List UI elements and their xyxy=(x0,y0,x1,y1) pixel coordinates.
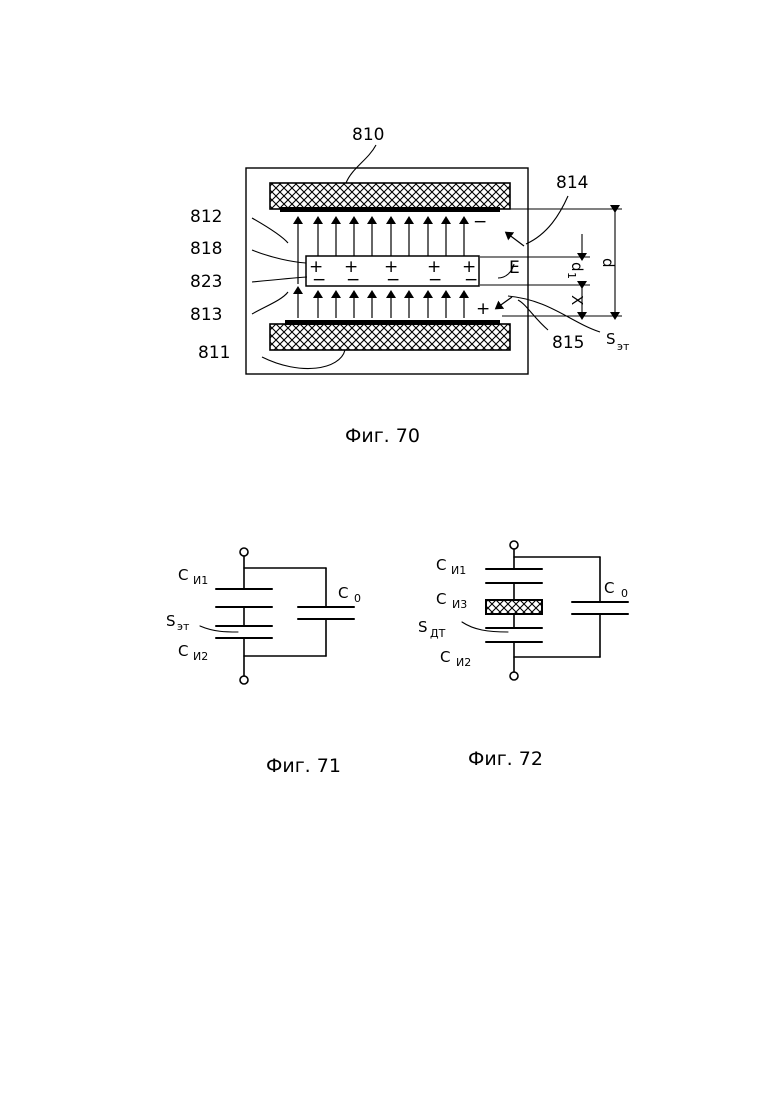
fig71-s-main: S xyxy=(166,612,176,630)
top-electrode-block xyxy=(270,183,510,209)
ref-812: 812 xyxy=(190,207,222,227)
fig72-c0-main: C xyxy=(604,579,614,597)
fig71-ci2-sub: И2 xyxy=(193,650,208,663)
ref-810: 810 xyxy=(352,125,384,145)
s-et-label: S эт xyxy=(606,330,630,353)
fig72-s-label: S ДТ xyxy=(418,618,446,640)
charge-minus: − xyxy=(428,270,442,290)
figure-72: C И1 C И3 S ДТ C И2 C 0 Фиг. 72 xyxy=(418,541,628,770)
fig71-s-sub: эт xyxy=(177,620,190,633)
figure-70: + + + + + − − − − − − + xyxy=(190,125,630,447)
fig71-c0-label: C 0 xyxy=(338,584,361,605)
fig72-ci1-main: C xyxy=(436,556,446,574)
ref-818: 818 xyxy=(190,239,222,259)
ref-811: 811 xyxy=(198,343,230,363)
fig71-ci1-main: C xyxy=(178,566,188,584)
bottom-electrode-block xyxy=(270,324,510,350)
fig71-s-label: S эт xyxy=(166,612,190,633)
fig72-ci2-main: C xyxy=(440,648,450,666)
dim-d1-sub: 1 xyxy=(565,272,578,279)
dim-x-label: X xyxy=(568,295,586,305)
s-et-main: S xyxy=(606,330,616,348)
fig71-c0-main: C xyxy=(338,584,348,602)
charge-minus: − xyxy=(386,270,400,290)
fig71-wiring xyxy=(240,548,326,684)
ref-823: 823 xyxy=(190,272,222,292)
dim-d-text: d xyxy=(599,258,617,268)
fig71-ci1-label: C И1 xyxy=(178,566,208,587)
fig72-ci2-sub: И2 xyxy=(456,656,471,669)
dim-d1-label: d 1 xyxy=(565,262,586,279)
charge-plus: + xyxy=(476,299,490,319)
fig72-ci3-label: C И3 xyxy=(436,590,467,611)
caption-fig72: Фиг. 72 xyxy=(468,748,543,770)
fig72-s-sub: ДТ xyxy=(430,627,446,640)
charge-minus: − xyxy=(464,270,478,290)
charge-minus: − xyxy=(312,270,326,290)
dim-d1-main: d xyxy=(568,262,586,272)
fig72-c0-sub: 0 xyxy=(621,587,628,600)
fig71-ci2-label: C И2 xyxy=(178,642,208,663)
fig72-ci3-main: C xyxy=(436,590,446,608)
fig71-ci1-sub: И1 xyxy=(193,574,208,587)
fig72-ci3-sub: И3 xyxy=(452,598,467,611)
charge-minus: − xyxy=(473,212,487,232)
caption-fig70: Фиг. 70 xyxy=(345,425,420,447)
fig71-plates xyxy=(216,589,354,638)
ref-815: 815 xyxy=(552,333,584,353)
fig72-s-main: S xyxy=(418,618,428,636)
top-electret-plate xyxy=(280,207,500,212)
figure-71: C И1 S эт C И2 C 0 Фиг. 71 xyxy=(166,548,361,777)
charge-minus: − xyxy=(346,270,360,290)
fig72-ci1-label: C И1 xyxy=(436,556,466,577)
fig72-ci2-label: C И2 xyxy=(440,648,471,669)
caption-fig71: Фиг. 71 xyxy=(266,755,341,777)
fig72-c0-label: C 0 xyxy=(604,579,628,600)
field-e-label: E xyxy=(509,258,520,278)
fig71-ci2-main: C xyxy=(178,642,188,660)
ref-813: 813 xyxy=(190,305,222,325)
fig71-c0-sub: 0 xyxy=(354,592,361,605)
dim-x-text: X xyxy=(568,295,586,305)
fig72-dielectric-block xyxy=(486,600,542,614)
dim-d-label: d xyxy=(599,258,617,268)
ref-814: 814 xyxy=(556,173,588,193)
lower-field-arrows xyxy=(298,290,464,318)
s-et-sub: эт xyxy=(617,340,630,353)
fig72-ci1-sub: И1 xyxy=(451,564,466,577)
